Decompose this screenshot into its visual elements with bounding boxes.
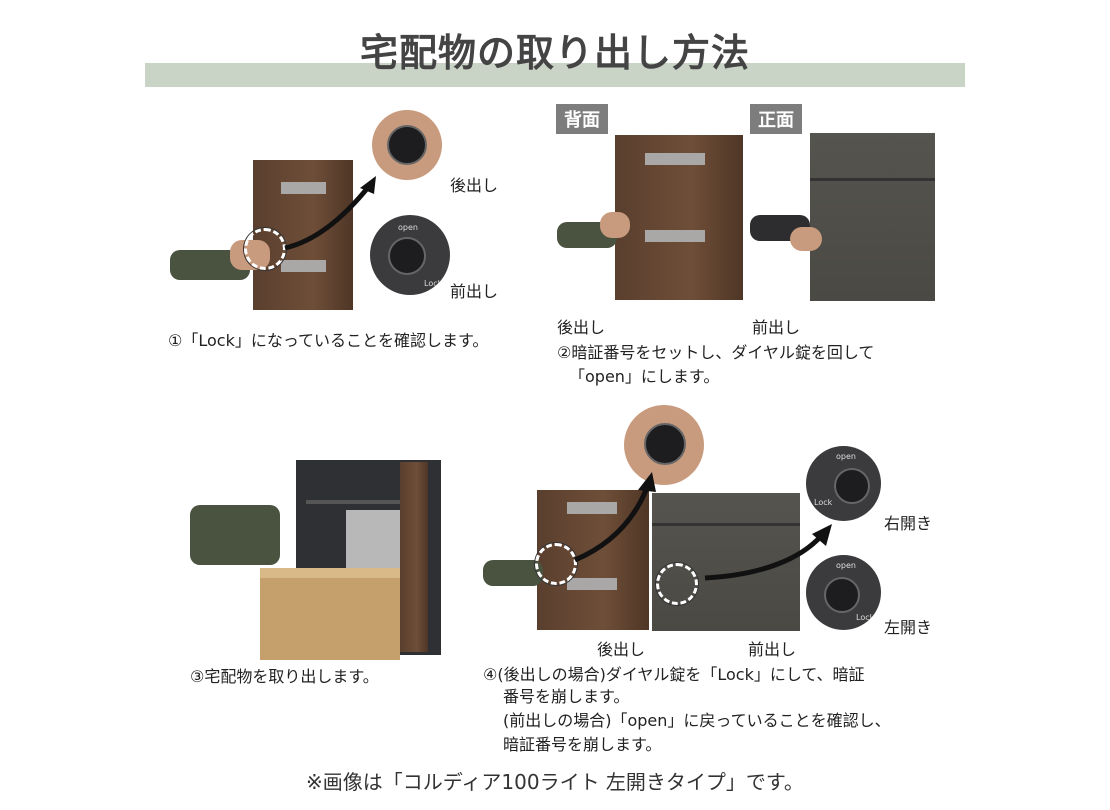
step2-text-line1: ②暗証番号をセットし、ダイヤル錠を回して: [557, 343, 875, 362]
step1-text: ①「Lock」になっていることを確認します。: [168, 331, 489, 350]
mailbox-back-view: [615, 135, 743, 300]
dial-highlight: [535, 543, 577, 585]
dial-open-mark: open: [836, 561, 856, 570]
arrow-icon: [284, 176, 376, 251]
step4-text-line2: 番号を崩します。: [503, 687, 630, 706]
step3-text: ③宅配物を取り出します。: [190, 667, 379, 686]
tag-back: 背面: [556, 104, 608, 134]
dial-lock-mark: Lock: [814, 498, 833, 507]
arm: [190, 505, 280, 565]
label-front: 前出し: [450, 282, 499, 301]
dial-highlight: [244, 228, 286, 270]
dial-open-mark: open: [836, 452, 856, 461]
step2-text-line2: 「open」にします。: [569, 367, 720, 386]
label-front: 前出し: [752, 318, 801, 337]
step4-text-line3: (前出しの場合)「open」に戻っていることを確認し、: [503, 711, 891, 730]
dial-closeup-left: open Lock: [806, 555, 881, 630]
dial-closeup-front: open Lock: [370, 215, 450, 295]
title-underline-bar: [145, 63, 965, 87]
page-title: 宅配物の取り出し方法: [359, 31, 750, 75]
dial-highlight: [656, 563, 698, 605]
cardboard-box: [260, 568, 400, 660]
label-left-open: 左開き: [884, 618, 933, 637]
label-right-open: 右開き: [884, 514, 933, 533]
hand: [790, 227, 822, 251]
label-rear: 後出し: [557, 318, 606, 337]
dial-closeup-rear: [624, 405, 704, 485]
mailbox-front-view: [810, 133, 935, 301]
label-front: 前出し: [748, 640, 797, 659]
step1-illustration: open Lock 後出し 前出し: [160, 100, 520, 315]
hand: [600, 212, 630, 238]
dial-closeup-right: open Lock: [806, 446, 881, 521]
dial-lock-mark: Lock: [856, 613, 875, 622]
step4-text-line1: ④(後出しの場合)ダイヤル錠を「Lock」にして、暗証: [483, 665, 865, 684]
dial-open-mark: open: [398, 223, 418, 232]
label-rear: 後出し: [597, 640, 646, 659]
tag-front: 正面: [750, 104, 802, 134]
footnote: ※画像は「コルディア100ライト 左開きタイプ」です。: [306, 770, 804, 794]
mailbox-front: [652, 493, 800, 631]
dial-lock-mark: Lock: [424, 279, 443, 288]
dial-closeup-rear: [372, 110, 442, 180]
label-rear: 後出し: [450, 176, 499, 195]
step4-text-line4: 暗証番号を崩します。: [503, 735, 662, 754]
arm: [483, 560, 543, 586]
door: [400, 462, 428, 652]
